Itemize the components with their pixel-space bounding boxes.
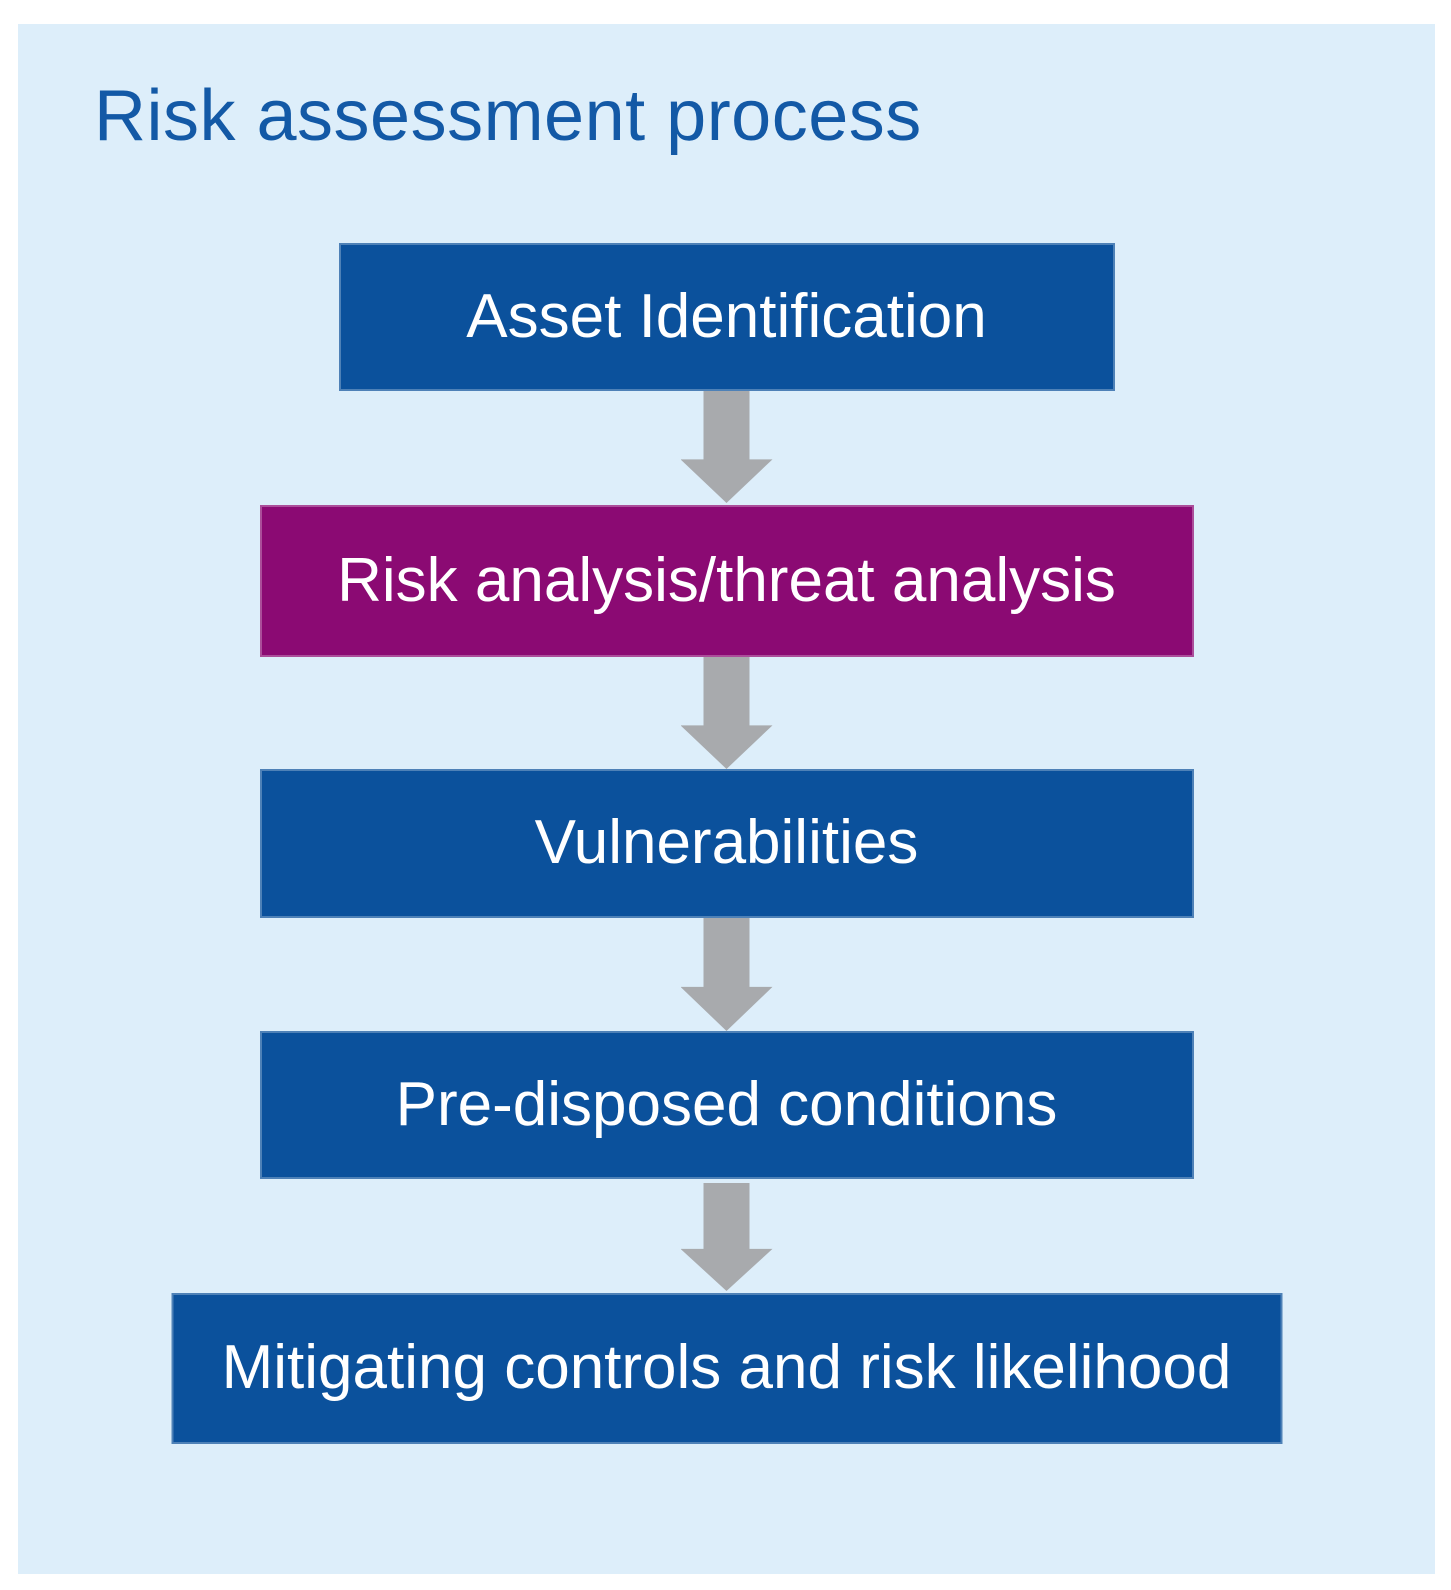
step-label: Asset Identification — [466, 281, 987, 351]
down-arrow-icon — [680, 1183, 773, 1291]
down-arrow-icon — [680, 918, 773, 1031]
step-label: Risk analysis/threat analysis — [337, 545, 1116, 615]
page-title: Risk assessment process — [94, 76, 922, 156]
step-label: Pre-disposed conditions — [395, 1069, 1058, 1139]
step-predisposed-conditions: Pre-disposed conditions — [259, 1031, 1194, 1179]
down-arrow-icon — [680, 391, 773, 503]
down-arrow-icon — [680, 657, 773, 769]
step-mitigating-controls-risk-likelihood: Mitigating controls and risk likelihood — [171, 1293, 1282, 1444]
step-vulnerabilities: Vulnerabilities — [259, 769, 1194, 918]
step-asset-identification: Asset Identification — [338, 243, 1115, 391]
risk-assessment-panel: Risk assessment process Asset Identifica… — [18, 24, 1435, 1574]
step-label: Vulnerabilities — [534, 808, 919, 878]
step-label: Mitigating controls and risk likelihood — [221, 1333, 1232, 1403]
step-risk-analysis-threat-analysis: Risk analysis/threat analysis — [259, 505, 1194, 657]
